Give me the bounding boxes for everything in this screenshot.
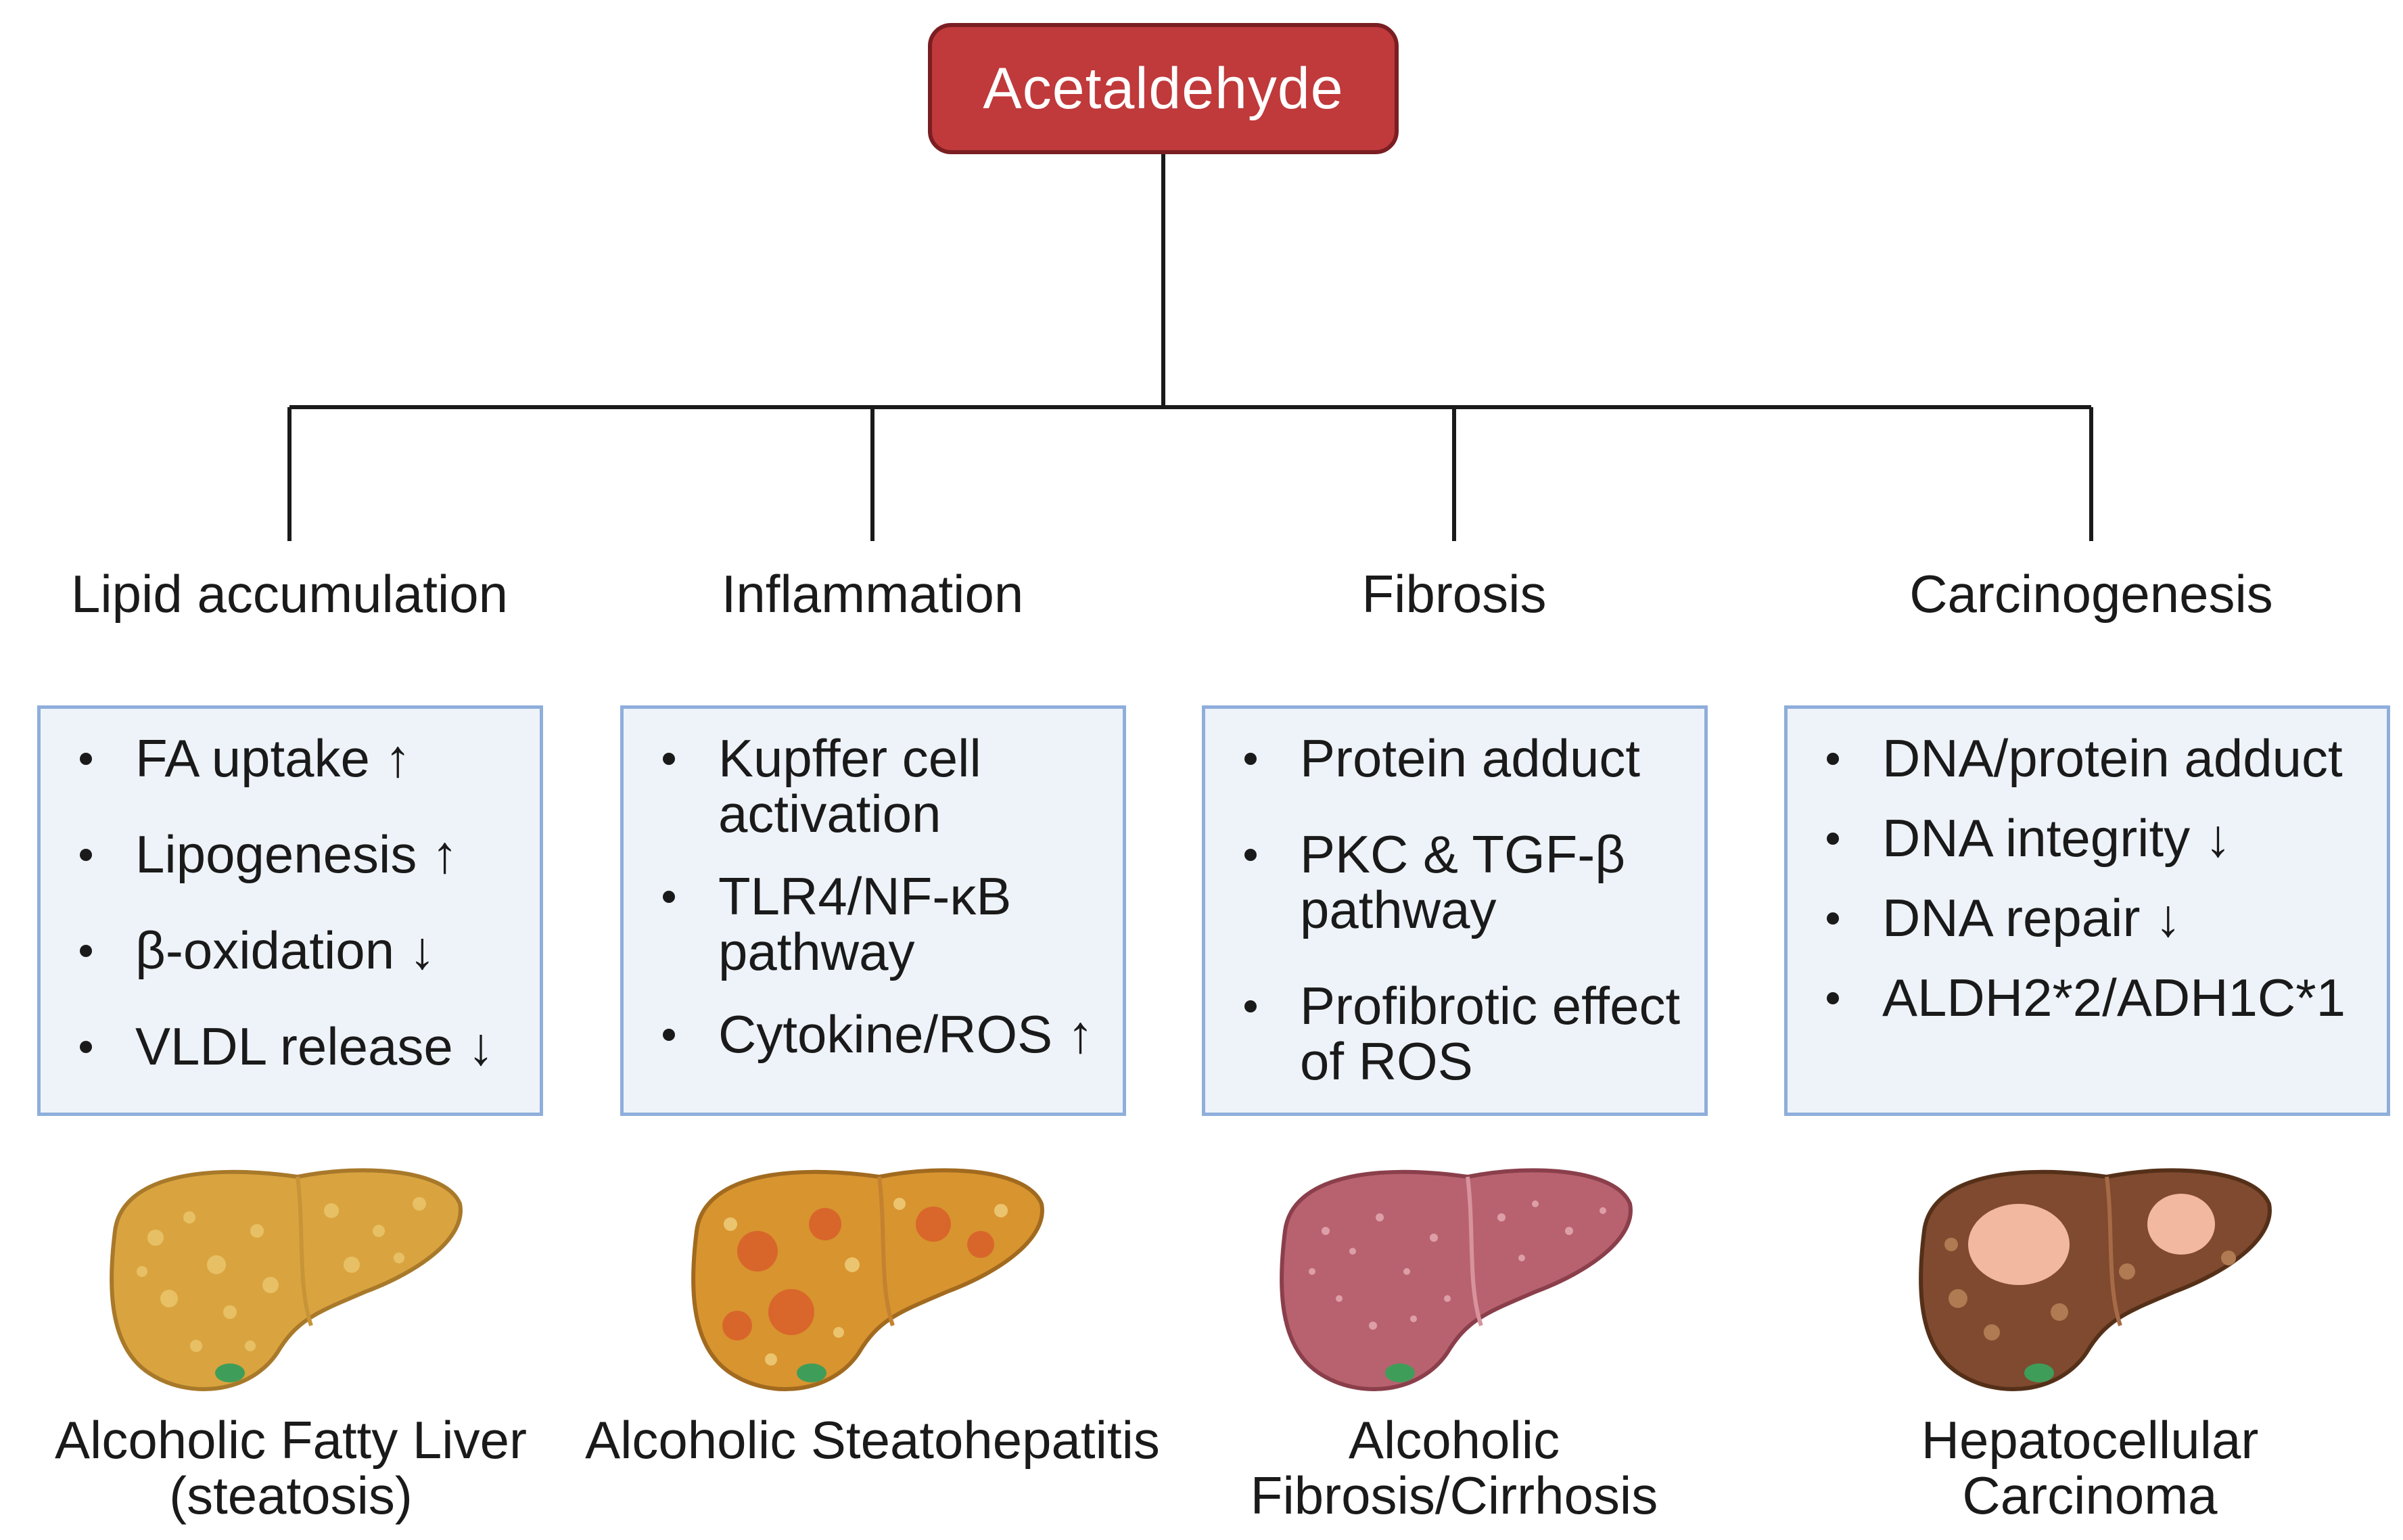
bullet-item: Profibrotic effect of ROS: [1232, 978, 1691, 1089]
stage-label-carcinoma: Hepatocellular Carcinoma: [1921, 1410, 2259, 1525]
category-label-inflammation: Inflammation: [721, 564, 1024, 624]
acetaldehyde-label: Acetaldehyde: [983, 55, 1344, 121]
bullet-item: Protein adduct: [1232, 730, 1691, 786]
bullet-item: Cytokine/ROS ↑: [651, 1006, 1109, 1062]
bullet-item: DNA/protein adduct: [1815, 730, 2373, 786]
category-label-lipid: Lipid accumulation: [70, 564, 509, 624]
bullet-item: Lipogenesis ↑: [68, 826, 526, 882]
stage-label-fatty-liver: Alcoholic Fatty Liver (steatosis): [55, 1410, 527, 1525]
cirrhotic-liver-icon: [1280, 1168, 1633, 1391]
bullet-item: FA uptake ↑: [68, 730, 526, 786]
carcinoma-liver-icon: [1919, 1168, 2272, 1391]
mechanism-box-carcinogenesis: DNA/protein adduct DNA integrity ↓ DNA r…: [1784, 705, 2390, 1116]
bullet-item: TLR4/NF-κB pathway: [651, 868, 1109, 979]
mechanism-box-inflammation: Kupffer cell activation TLR4/NF-κB pathw…: [620, 705, 1126, 1116]
bullet-item: DNA repair ↓: [1815, 890, 2373, 946]
bullet-item: VLDL release ↓: [68, 1019, 526, 1074]
stage-label-cirrhosis: Alcoholic Fibrosis/Cirrhosis: [1250, 1410, 1658, 1525]
bullet-item: Kupffer cell activation: [651, 730, 1109, 841]
bullet-item: DNA integrity ↓: [1815, 810, 2373, 866]
category-label-carcinogenesis: Carcinogenesis: [1909, 564, 2273, 624]
bullet-item: ALDH2*2/ADH1C*1: [1815, 970, 2373, 1025]
stage-label-steatohepatitis: Alcoholic Steatohepatitis: [585, 1410, 1160, 1470]
category-label-fibrosis: Fibrosis: [1361, 564, 1547, 624]
mechanism-box-fibrosis: Protein adduct PKC & TGF-β pathway Profi…: [1202, 705, 1708, 1116]
bullet-item: PKC & TGF-β pathway: [1232, 826, 1691, 937]
acetaldehyde-node: Acetaldehyde: [928, 23, 1399, 154]
fatty-liver-icon: [110, 1168, 463, 1391]
mechanism-box-lipid: FA uptake ↑ Lipogenesis ↑ β-oxidation ↓ …: [37, 705, 543, 1116]
steatohepatitis-liver-icon: [691, 1168, 1044, 1391]
bullet-item: β-oxidation ↓: [68, 923, 526, 978]
